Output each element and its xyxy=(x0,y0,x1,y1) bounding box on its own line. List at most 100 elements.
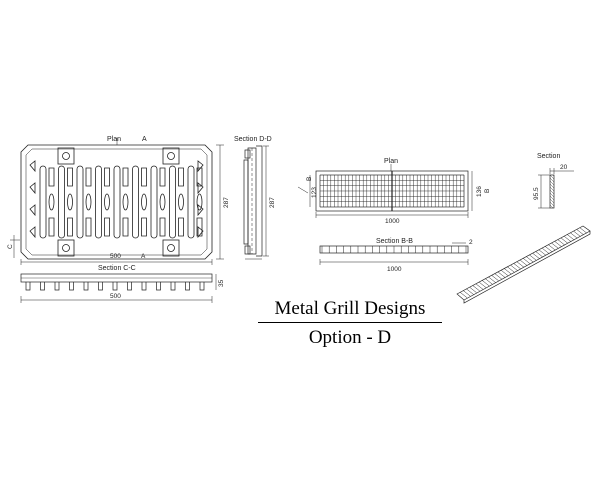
plan-slot-small xyxy=(141,217,147,237)
plan-slot-small xyxy=(178,167,184,187)
isometric-grating-view xyxy=(456,225,591,304)
iso-bar xyxy=(573,230,581,237)
iso-bar xyxy=(475,283,484,290)
left-plan-view xyxy=(10,138,224,265)
right-plan-label: Plan xyxy=(384,158,398,165)
left-plan-bottom-mark: A xyxy=(141,253,146,260)
plan-slot-small xyxy=(159,217,166,237)
iso-bar xyxy=(532,253,540,259)
plan-slot-small xyxy=(48,167,55,187)
plan-slot-small xyxy=(122,217,129,237)
section-cc-label: Section C-C xyxy=(98,265,136,272)
section-bb-small-dim: 2 xyxy=(469,239,473,246)
plan-edge-tooth xyxy=(197,204,204,217)
plan-slot-small xyxy=(104,217,110,237)
section-tooth xyxy=(98,282,103,291)
iso-bar xyxy=(535,251,543,258)
section-cc-teeth xyxy=(25,282,205,291)
iso-bar xyxy=(538,249,547,256)
iso-bar xyxy=(485,278,493,285)
right-plan-right-dim: 136 xyxy=(476,186,483,197)
plan-slot xyxy=(39,165,47,239)
left-plan-section-mark: A xyxy=(142,136,147,143)
plan-slot-oval xyxy=(104,193,110,211)
iso-bar xyxy=(526,256,534,263)
plan-slot-small xyxy=(159,167,166,187)
iso-bar xyxy=(516,261,525,268)
iso-bar xyxy=(560,237,569,244)
iso-bar xyxy=(579,227,588,234)
section-tooth xyxy=(170,282,176,291)
right-plan-mark-left: B xyxy=(306,177,313,181)
section-cc-width-dim: 500 xyxy=(110,293,121,300)
plan-edge-tooth xyxy=(29,160,36,173)
section-cc-height-dim: 35 xyxy=(218,279,225,287)
section-tooth xyxy=(156,282,161,291)
plan-slot-small xyxy=(48,217,55,237)
plan-edge-tooth xyxy=(197,160,204,173)
iso-bar xyxy=(488,276,496,283)
plan-slot xyxy=(150,165,158,239)
plan-slot-small xyxy=(67,217,73,237)
iso-bar xyxy=(570,232,578,239)
section-tooth xyxy=(83,282,89,291)
corner-boss-bottom-right xyxy=(162,239,180,257)
iso-bar xyxy=(497,271,506,278)
iso-bar xyxy=(500,270,509,276)
section-detail-view xyxy=(538,168,574,209)
plan-edge-tooth xyxy=(29,204,36,217)
plan-slot-oval xyxy=(159,193,166,211)
iso-bar xyxy=(466,288,474,295)
left-plan-side-mark: C xyxy=(7,244,14,249)
iso-bar xyxy=(545,246,553,253)
right-plan-view xyxy=(297,164,473,218)
iso-bar xyxy=(576,229,584,236)
iso-bar xyxy=(510,264,518,271)
iso-bar xyxy=(567,234,575,241)
iso-bar xyxy=(557,239,565,246)
corner-boss-bottom-left xyxy=(57,239,75,257)
plan-edge-tooth xyxy=(197,226,204,239)
plan-slot-small xyxy=(178,217,184,237)
iso-bar xyxy=(504,268,512,275)
iso-bar xyxy=(551,242,559,249)
plan-slot-oval xyxy=(67,193,73,211)
section-tooth xyxy=(141,282,147,291)
plan-slot-small xyxy=(67,167,73,187)
section-detail-height-dim: 95.5 xyxy=(533,187,540,200)
isometric-bars xyxy=(459,227,588,298)
section-bb-width-dim: 1000 xyxy=(387,266,402,273)
left-plan-slots xyxy=(29,160,204,239)
section-detail-label: Section xyxy=(537,153,560,160)
iso-bar xyxy=(513,263,521,270)
iso-bar xyxy=(478,281,487,288)
plan-edge-tooth xyxy=(29,226,36,239)
right-plan-width-dim: 1000 xyxy=(385,218,400,225)
section-bb-label: Section B-B xyxy=(376,238,413,245)
iso-bar xyxy=(494,273,502,280)
plan-slot-oval xyxy=(48,193,55,211)
plan-edge-tooth xyxy=(29,182,36,195)
left-plan-height-dim: 287 xyxy=(223,197,230,208)
plan-slot-small xyxy=(85,217,92,237)
iso-bar xyxy=(522,258,531,264)
iso-bar xyxy=(469,287,477,293)
plan-slot xyxy=(187,165,195,239)
plan-slot-small xyxy=(196,217,203,237)
iso-bar xyxy=(541,247,550,254)
section-detail-width-dim: 20 xyxy=(560,164,568,171)
plan-slot xyxy=(132,165,139,239)
plan-slot-small xyxy=(141,167,147,187)
section-dd-view xyxy=(243,145,269,260)
plan-slot-oval xyxy=(196,193,203,211)
section-tooth xyxy=(185,282,190,291)
iso-bar xyxy=(507,266,515,273)
section-tooth xyxy=(112,282,118,291)
plan-edge-tooth xyxy=(197,182,204,195)
section-tooth xyxy=(69,282,74,291)
iso-bar xyxy=(548,244,556,251)
iso-bar xyxy=(482,280,490,287)
section-bb-view xyxy=(319,242,469,265)
section-tooth xyxy=(54,282,60,291)
